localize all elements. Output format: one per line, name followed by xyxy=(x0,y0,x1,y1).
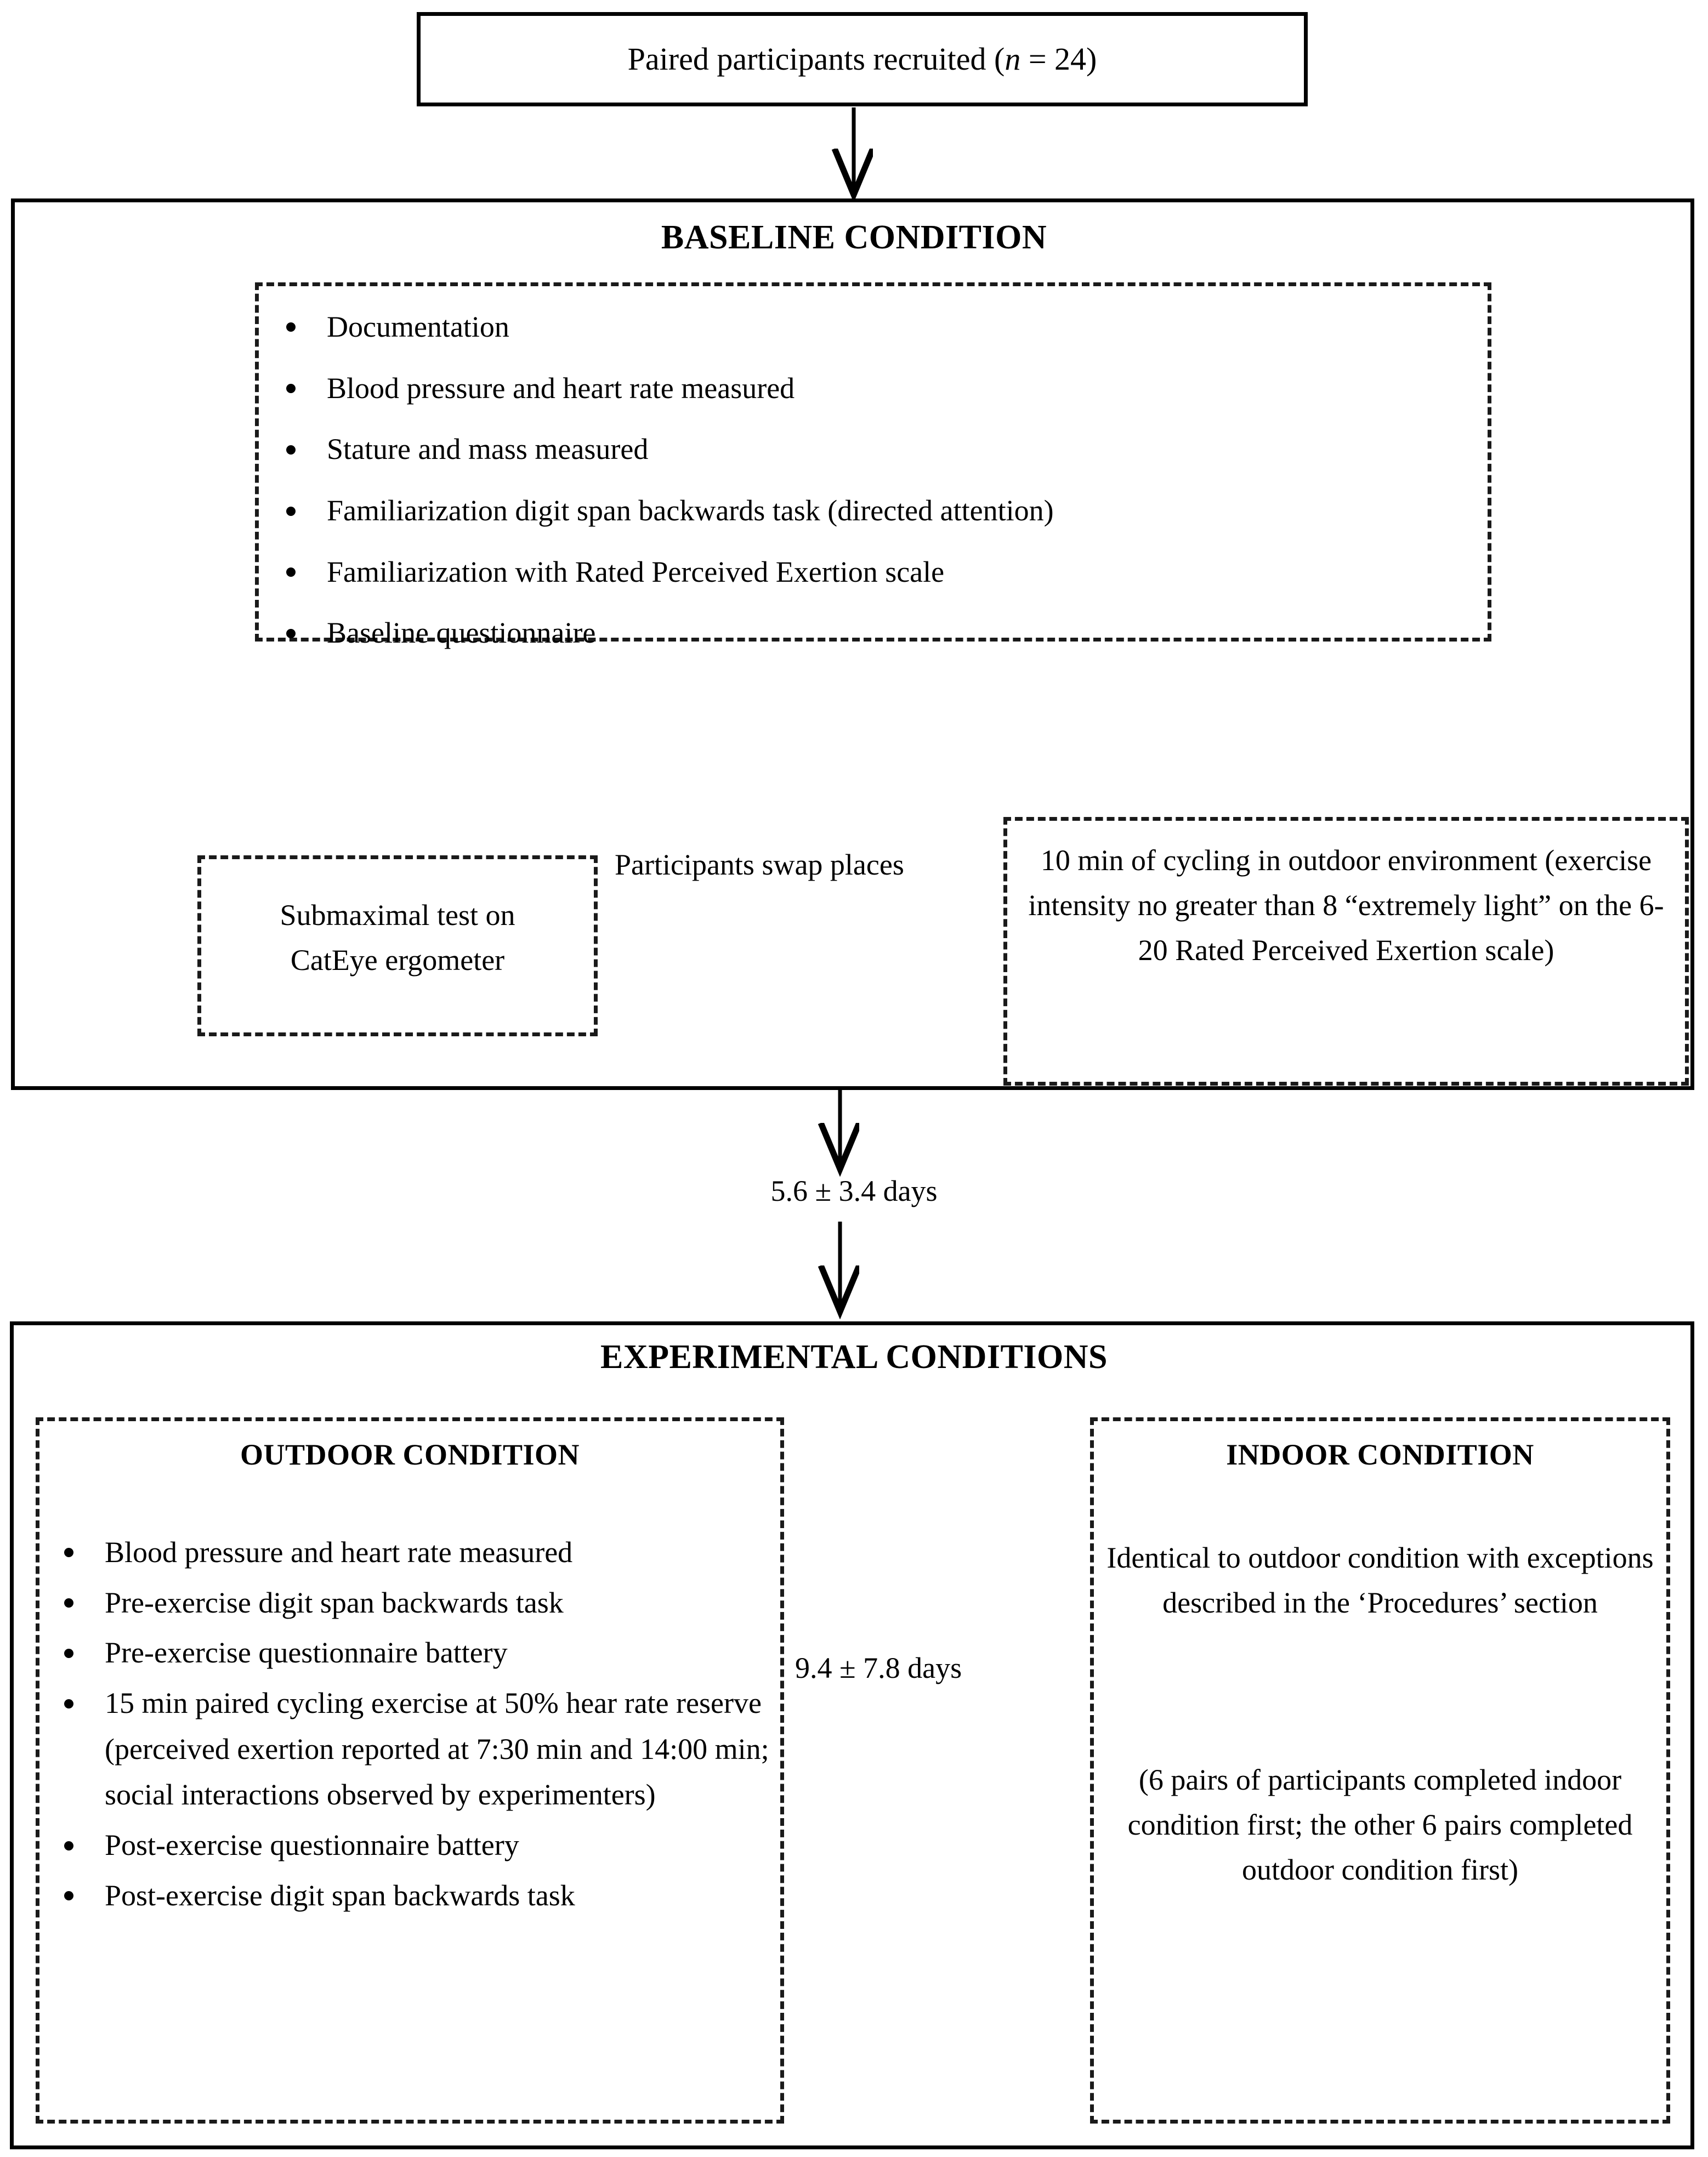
experimental-conditions-box xyxy=(10,1321,1694,2149)
indoor-condition-box xyxy=(1090,1417,1670,2124)
list-item: Baseline questionnaire xyxy=(274,610,1480,656)
list-item: 15 min paired cycling exercise at 50% he… xyxy=(52,1681,776,1818)
baseline-item-5-label: Baseline questionnaire xyxy=(327,616,596,650)
list-item: Stature and mass measured xyxy=(274,427,1480,473)
baseline-condition-title: BASELINE CONDITION xyxy=(661,219,1047,256)
list-item: Familiarization digit span backwards tas… xyxy=(274,488,1480,534)
list-item: Pre-exercise digit span backwards task xyxy=(52,1580,776,1626)
list-item: Pre-exercise questionnaire battery xyxy=(52,1630,776,1676)
baseline-item-0-label: Documentation xyxy=(327,310,509,343)
list-item: Blood pressure and heart rate measured xyxy=(52,1530,776,1576)
baseline-task-list: Documentation Blood pressure and heart r… xyxy=(274,304,1480,672)
recruitment-n-italic: n xyxy=(1005,41,1021,77)
list-item: Blood pressure and heart rate measured xyxy=(274,366,1480,412)
baseline-item-4-label: Familiarization with Rated Perceived Exe… xyxy=(327,555,945,588)
submaximal-test-box xyxy=(197,855,598,1036)
baseline-tasks-box xyxy=(255,282,1491,642)
list-item: Familiarization with Rated Perceived Exe… xyxy=(274,549,1480,595)
outdoor-item-5-label: Post-exercise digit span backwards task xyxy=(105,1878,575,1912)
list-item: Documentation xyxy=(274,304,1480,350)
outdoor-condition-task-list: Blood pressure and heart rate measured P… xyxy=(52,1530,776,1923)
outdoor-cycling-text: 10 min of cycling in outdoor environment… xyxy=(1028,844,1664,967)
submaximal-test-text: Submaximal test on CatEye ergometer xyxy=(280,899,515,977)
baseline-condition-box xyxy=(11,198,1694,1090)
baseline-item-1-label: Blood pressure and heart rate measured xyxy=(327,371,795,405)
list-item: Post-exercise digit span backwards task xyxy=(52,1873,776,1919)
recruitment-text-after: = 24) xyxy=(1020,41,1097,77)
outdoor-to-indoor-interval-label: 9.4 ± 7.8 days xyxy=(795,1651,962,1684)
outdoor-item-0-label: Blood pressure and heart rate measured xyxy=(105,1536,573,1569)
experimental-conditions-title: EXPERIMENTAL CONDITIONS xyxy=(600,1338,1108,1376)
outdoor-cycling-box xyxy=(1003,817,1689,1086)
indoor-condition-paragraph-1: Identical to outdoor condition with exce… xyxy=(1106,1541,1654,1620)
indoor-condition-paragraph-2: (6 pairs of participants completed indoo… xyxy=(1127,1763,1633,1887)
outdoor-condition-title: OUTDOOR CONDITION xyxy=(240,1438,580,1471)
recruitment-text: Paired participants recruited (n = 24) xyxy=(421,40,1304,78)
indoor-condition-title: INDOOR CONDITION xyxy=(1226,1438,1534,1471)
outdoor-item-4-label: Post-exercise questionnaire battery xyxy=(105,1829,519,1862)
outdoor-item-1-label: Pre-exercise digit span backwards task xyxy=(105,1586,564,1619)
baseline-to-experimental-interval-label: 5.6 ± 3.4 days xyxy=(770,1174,938,1207)
baseline-item-3-label: Familiarization digit span backwards tas… xyxy=(327,494,1054,527)
list-item: Post-exercise questionnaire battery xyxy=(52,1823,776,1869)
outdoor-condition-box xyxy=(36,1417,784,2124)
recruitment-text-before: Paired participants recruited ( xyxy=(627,41,1005,77)
baseline-item-2-label: Stature and mass measured xyxy=(327,433,649,466)
recruitment-box: Paired participants recruited (n = 24) xyxy=(417,12,1308,106)
participants-swap-places-label: Participants swap places xyxy=(611,847,907,883)
outdoor-item-3-label: 15 min paired cycling exercise at 50% he… xyxy=(105,1687,769,1812)
outdoor-item-2-label: Pre-exercise questionnaire battery xyxy=(105,1636,508,1670)
